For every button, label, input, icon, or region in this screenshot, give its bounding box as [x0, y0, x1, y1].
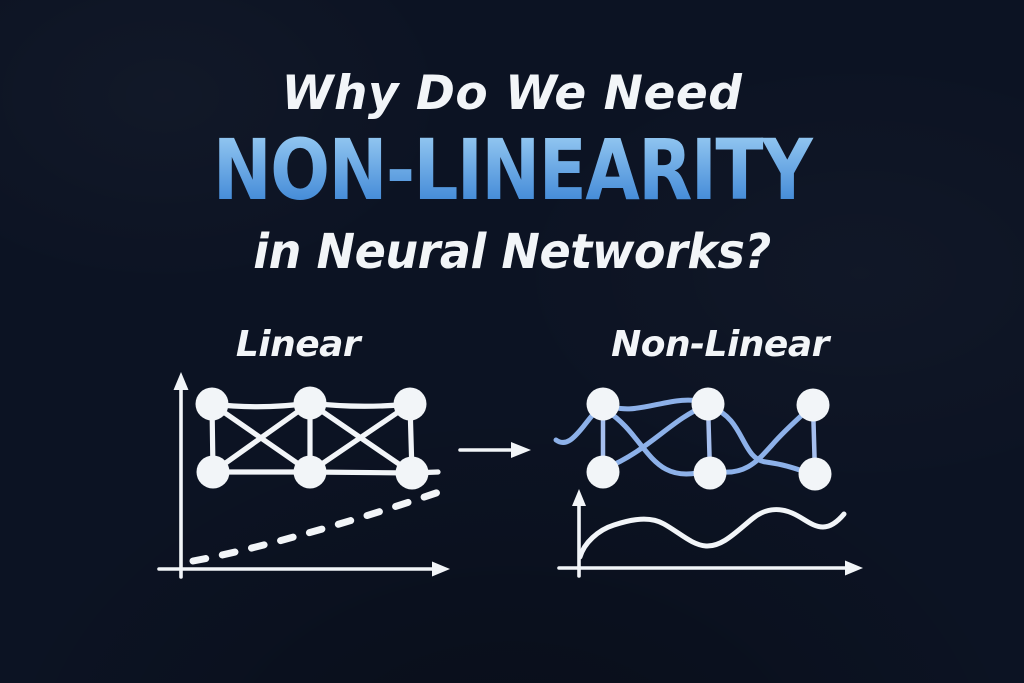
nonlinear-y-axis-arrowhead-icon [572, 489, 586, 506]
linear-panel-label: Linear [235, 324, 361, 365]
nonlinear-network [553, 387, 832, 491]
title-line-3: in Neural Networks? [253, 224, 771, 280]
neuron-node [691, 387, 725, 421]
neuron-node [586, 455, 620, 489]
linear-network [195, 386, 441, 490]
nonlinear-x-axis-arrowhead-icon [845, 560, 863, 576]
nonlinear-panel-label: Non-Linear [611, 324, 829, 365]
linear-y-axis-arrowhead-icon [173, 372, 189, 390]
neuron-node [798, 457, 832, 491]
neuron-node [693, 456, 727, 490]
neuron-node [395, 456, 429, 490]
linear-function-dashed-line [189, 488, 443, 565]
neuron-node [195, 387, 229, 421]
title-line-2-highlight: NON-LINEARITY [82, 128, 942, 212]
neuron-node [293, 455, 327, 489]
transition-right-arrow-icon [458, 442, 531, 458]
neuron-node [586, 387, 620, 421]
nonlinear-axes [557, 489, 863, 578]
linear-axes [157, 372, 450, 579]
linear-x-axis-arrowhead-icon [432, 561, 450, 577]
neuron-node [393, 387, 427, 421]
nonlinear-function-wavy-curve [577, 507, 847, 560]
neuron-node [196, 455, 230, 489]
title-line-1: Why Do We Need [281, 66, 743, 121]
neuron-node [796, 388, 830, 422]
neuron-node [293, 386, 327, 420]
